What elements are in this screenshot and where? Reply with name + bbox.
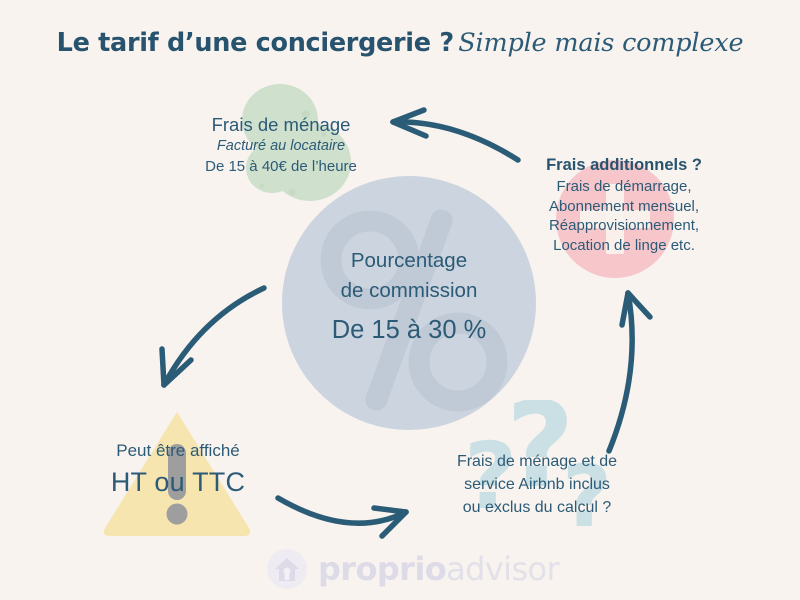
cleaning-note: Facturé au locataire (216, 138, 346, 155)
airbnb-line-2: service Airbnb inclus (464, 476, 610, 494)
airbnb-line-1: Frais de ménage et de (456, 453, 618, 470)
additional-heading: Frais additionnels ? (546, 156, 702, 174)
node-additional-fees: Frais additionnels ? Frais de démarrage,… (510, 155, 738, 256)
node-airbnb-fees: Frais de ménage et de service Airbnb inc… (426, 450, 648, 519)
tax-heading: Peut être affiché (116, 441, 240, 460)
commission-line-2: de commission (340, 278, 478, 302)
arrow-right-icon (606, 290, 653, 454)
percent-watermark-icon (282, 176, 536, 430)
cleaning-detail: De 15 à 40€ de l’heure (205, 157, 357, 175)
commission-value: De 15 à 30 % (331, 316, 487, 345)
page-title: Le tarif d’une conciergerie ? Simple mai… (0, 28, 800, 58)
additional-line-4: Location de linge etc. (553, 237, 695, 255)
brand-logo: proprioadvisor (267, 546, 560, 592)
arrow-bottom-icon (275, 495, 409, 539)
node-cleaning-fees: Frais de ménage Facturé au locataire De … (178, 113, 384, 176)
tax-value: HT ou TTC (110, 467, 246, 498)
brand-logo-light: advisor (446, 550, 560, 588)
house-logo-icon (267, 549, 307, 589)
arrow-left-icon (159, 285, 267, 388)
airbnb-line-3: ou exclus du calcul ? (462, 499, 612, 517)
node-tax-display: Peut être affiché HT ou TTC (62, 440, 294, 501)
cleaning-heading: Frais de ménage (211, 114, 351, 135)
additional-line-2: Abonnement mensuel, (548, 197, 700, 215)
page-title-italic: Simple mais complexe (458, 28, 744, 58)
arrow-top-icon (390, 107, 521, 163)
page-title-bold: Le tarif d’une conciergerie ? (56, 28, 454, 58)
additional-line-1: Frais de démarrage, (556, 177, 692, 195)
brand-logo-text: proprioadvisor (318, 550, 560, 588)
additional-line-3: Réapprovisionnement, (548, 217, 700, 235)
commission-line-1: Pourcentage (350, 249, 468, 272)
brand-logo-bold: proprio (318, 550, 447, 588)
node-commission: Pourcentage de commission De 15 à 30 % (297, 246, 521, 348)
